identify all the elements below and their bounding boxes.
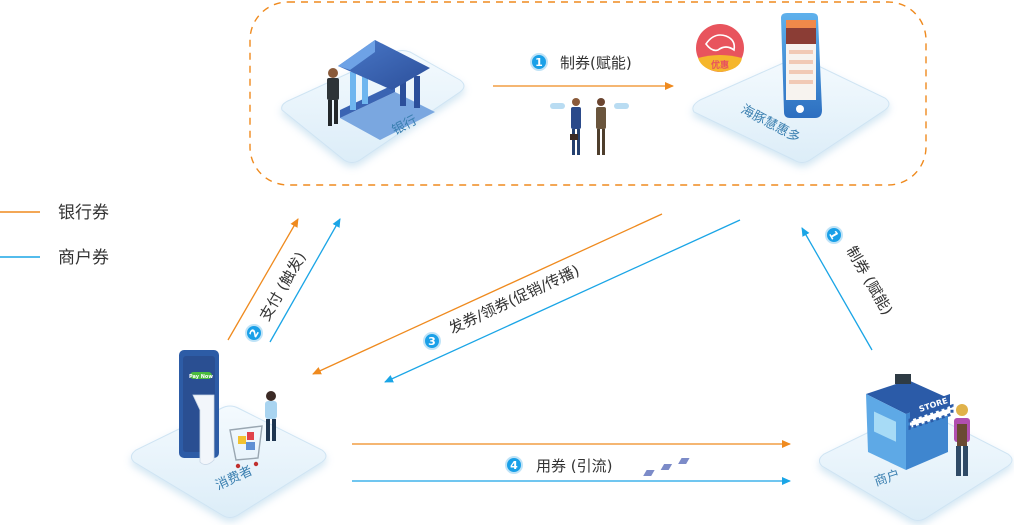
shopkeeper-figure [954,404,970,476]
step-1-bank-to-app: 1 制券(赋能) [493,53,674,90]
step-1-label: 制券(赋能) [560,54,632,72]
step-3-distribution: 3 发券/领券(促销/传播) [312,213,741,383]
step-1-merchant-to-app: 1 制券 (赋能) [801,226,897,351]
pay-now-button-text: Pay Now [189,374,213,380]
step-4-badge-number: 4 [510,459,518,472]
arrow-app-to-consumer-orange [312,213,663,375]
step-4-badge [505,456,523,474]
store-icon: STORE [866,374,954,470]
bank-node: 银行 [281,40,465,163]
arrow-merchant-to-app-blue [801,227,873,351]
floor-tiles [643,458,690,476]
platform-group-border [249,1,927,186]
step-4-redeem: 4 用券 (引流) [352,440,791,485]
merchant-node: STORE 商户 [643,374,1013,521]
smartphone-icon [781,13,822,118]
step-2-badge [245,324,263,342]
consumer-node: Pay Now 消费者 [130,350,327,518]
bank-clerk-figure [327,68,339,126]
legend-label-merchant-coupon: 商户券 [58,248,109,268]
step-1b-badge [825,226,843,244]
app-logo-badge-text: 优惠 [711,59,729,71]
handshake-icon [550,98,629,155]
step-1-badge [530,53,548,71]
arrow-app-to-consumer-blue [384,219,741,383]
step-3-badge [423,332,441,350]
consumer-tile [130,405,327,518]
step-4-label: 用券 (引流) [536,457,612,475]
app-logo: 优惠 [696,24,744,72]
arrow-consumer-to-app-blue [269,218,341,343]
bank-building-icon [338,40,435,140]
legend-label-bank-coupon: 银行券 [58,203,109,223]
step-1b-label: 制券 (赋能) [843,243,897,318]
payment-phone-icon: Pay Now [179,350,219,465]
step-3-label: 发券/领券(促销/传播) [446,261,582,337]
step-3-badge-number: 3 [428,335,436,348]
app-node: 优惠 海豚慧惠多 [692,13,890,163]
shopping-cart-icon [229,391,277,469]
step-2-payment: 2 支付 (触发) [227,218,341,343]
step-1-badge-number: 1 [535,56,543,69]
legend: 银行券 商户券 [0,203,109,268]
merchant-label: 商户 [872,467,902,490]
arrow-consumer-to-bank-orange [227,218,299,341]
